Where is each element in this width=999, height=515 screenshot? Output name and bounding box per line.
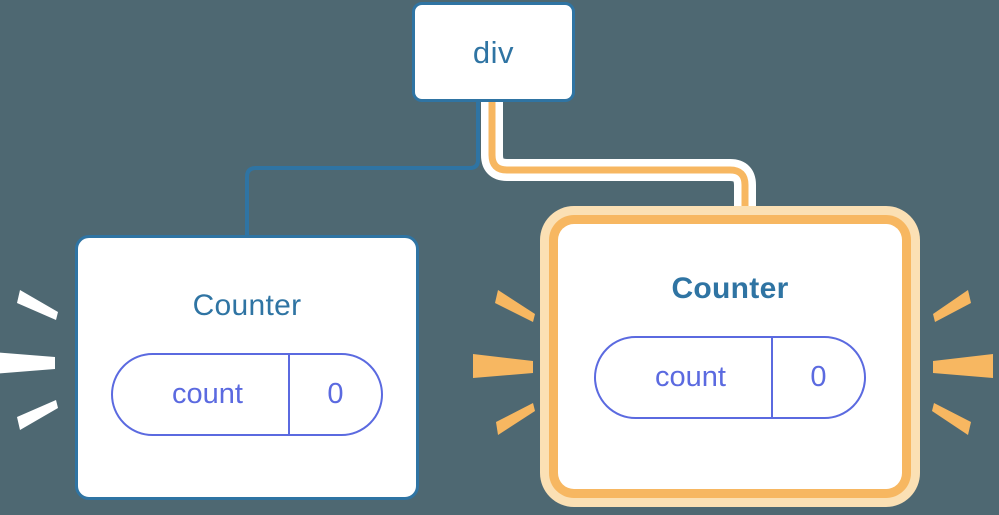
node-div[interactable]: div [412,2,575,102]
counter-left-state-pill: count 0 [111,353,383,436]
counter-right-title: Counter [671,272,789,305]
spike-lower [932,403,971,435]
counter-right-state-pill: count 0 [594,336,866,419]
node-counter-left[interactable]: Counter count 0 [75,235,419,500]
burst-counter-left-west [0,290,58,430]
state-pill-divider [288,355,290,434]
counter-left-state-value: 0 [327,378,344,410]
spike-upper [495,290,535,322]
node-div-label: div [472,34,515,70]
connector-root-to-counter-right-halo [481,102,756,240]
spike-lower [496,403,535,435]
spike-middle [473,354,533,378]
spike-lower [17,400,58,430]
counter-right-state-value: 0 [810,361,827,393]
burst-counter-right-west [473,290,535,435]
counter-right-state-key: count [655,361,726,393]
counter-left-state-key: count [172,378,243,410]
spike-upper [933,290,971,322]
spike-middle [0,352,55,374]
burst-counter-right-east [932,290,993,435]
spike-upper [17,290,58,320]
spike-middle [933,354,993,378]
connector-root-to-counter-left [245,102,480,236]
node-counter-right[interactable]: Counter count 0 [558,224,902,489]
counter-left-title: Counter [192,289,302,322]
connector-root-to-counter-right [488,102,749,240]
state-pill-divider [771,338,773,417]
